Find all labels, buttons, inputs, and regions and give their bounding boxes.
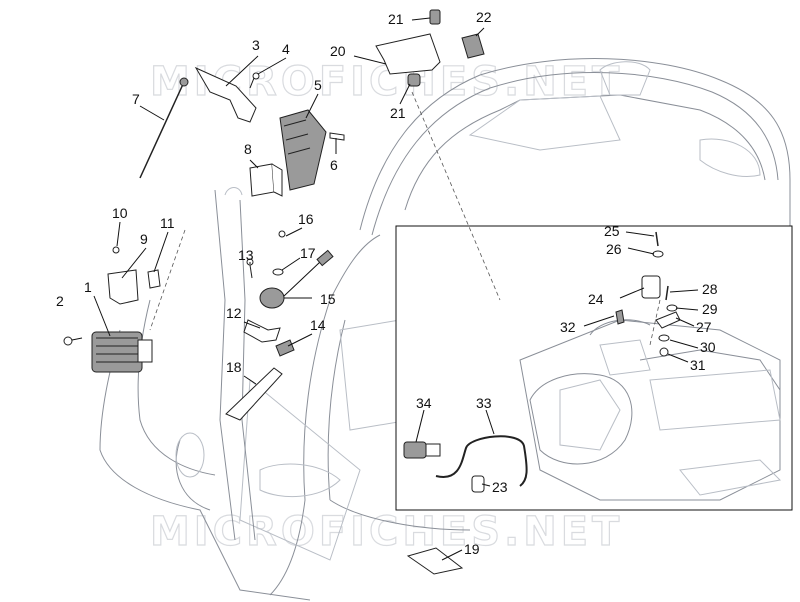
callout-2: 2 (56, 293, 64, 309)
callout-17: 17 (300, 245, 316, 261)
connector-34 (403, 441, 441, 459)
washer-26 (652, 250, 664, 258)
callout-21-bottom: 21 (390, 105, 406, 121)
clip-32 (615, 309, 625, 325)
callout-29: 29 (702, 301, 718, 317)
legshield-outline (99, 187, 311, 601)
relay (249, 163, 283, 197)
screw-6 (329, 132, 345, 141)
callout-3: 3 (252, 37, 260, 53)
callout-14: 14 (310, 317, 326, 333)
callout-8: 8 (244, 141, 252, 157)
callout-24: 24 (588, 291, 604, 307)
dashed-guides (149, 91, 661, 346)
callout-16: 16 (298, 211, 314, 227)
callout-18: 18 (226, 359, 242, 375)
callout-15: 15 (320, 291, 336, 307)
fuse-21-bottom (407, 73, 421, 87)
control-unit (279, 109, 327, 191)
callout-labels: 1 2 3 4 5 6 7 8 9 10 11 12 13 14 15 16 1… (56, 9, 718, 557)
cover-18 (225, 367, 283, 421)
callout-7: 7 (132, 91, 140, 107)
callout-6: 6 (330, 157, 338, 173)
bracket-3 (194, 66, 257, 123)
engine-detail-inset (395, 225, 793, 511)
callout-20: 20 (330, 43, 346, 59)
callout-28: 28 (702, 281, 718, 297)
callout-22: 22 (476, 9, 492, 25)
bracket-20 (375, 33, 441, 75)
fuse-holder-22 (461, 33, 485, 59)
bolt-rod-7 (139, 77, 189, 179)
washer-29 (666, 304, 678, 312)
callout-34: 34 (416, 395, 432, 411)
plate-9 (107, 269, 139, 305)
callout-1: 1 (84, 279, 92, 295)
callout-9: 9 (140, 231, 148, 247)
fuse-21-top (429, 9, 441, 25)
sensor-15 (259, 249, 334, 309)
parts (63, 9, 681, 575)
nut-31 (659, 347, 669, 357)
callout-12: 12 (226, 305, 242, 321)
callout-30: 30 (700, 339, 716, 355)
callout-31: 31 (690, 357, 706, 373)
solenoid-24 (641, 275, 661, 299)
callout-11: 11 (160, 215, 175, 231)
callout-4: 4 (282, 41, 290, 57)
screw-10 (112, 246, 120, 254)
screw-25 (655, 231, 659, 247)
screw-2 (63, 336, 83, 346)
washer-17 (272, 268, 284, 276)
watermark-bottom: MICROFICHES.NET (150, 509, 623, 555)
voltage-regulator (91, 331, 153, 373)
connector-14 (275, 339, 295, 357)
screw-28 (665, 285, 669, 301)
callout-19: 19 (464, 541, 480, 557)
callout-25: 25 (604, 223, 620, 239)
callout-23: 23 (492, 479, 508, 495)
callout-10: 10 (112, 205, 128, 221)
callout-33: 33 (476, 395, 492, 411)
callout-13: 13 (238, 247, 254, 263)
screw-16 (278, 230, 286, 238)
strap-12 (243, 319, 281, 343)
cover-19 (406, 547, 464, 575)
callout-5: 5 (314, 77, 322, 93)
washer-30 (658, 334, 670, 342)
hose-33 (435, 435, 528, 487)
callout-21-top: 21 (388, 11, 404, 27)
callout-26: 26 (606, 241, 622, 257)
callout-27: 27 (696, 319, 712, 335)
screw-4 (249, 72, 260, 89)
leader-lines (93, 17, 699, 561)
callout-32: 32 (560, 319, 576, 335)
bracket-11 (147, 269, 161, 289)
